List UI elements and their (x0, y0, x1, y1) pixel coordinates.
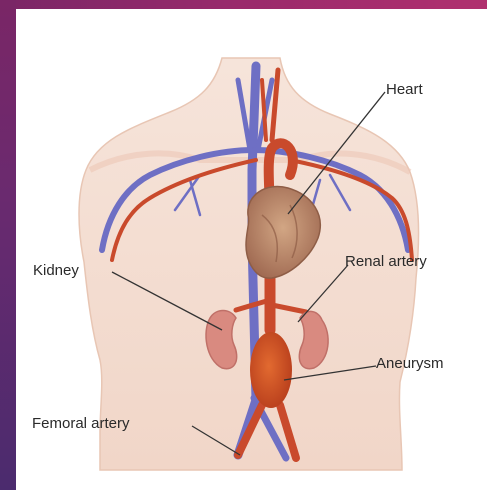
renal-artery-label: Renal artery (345, 254, 427, 269)
femoral-artery-label: Femoral artery (32, 416, 130, 431)
aneurysm-label: Aneurysm (376, 356, 444, 371)
heart-label: Heart (386, 82, 423, 97)
kidney-label: Kidney (33, 263, 79, 278)
frame-left-border (0, 0, 16, 490)
frame-top-border (0, 0, 487, 9)
aneurysm-bulge (250, 332, 292, 408)
